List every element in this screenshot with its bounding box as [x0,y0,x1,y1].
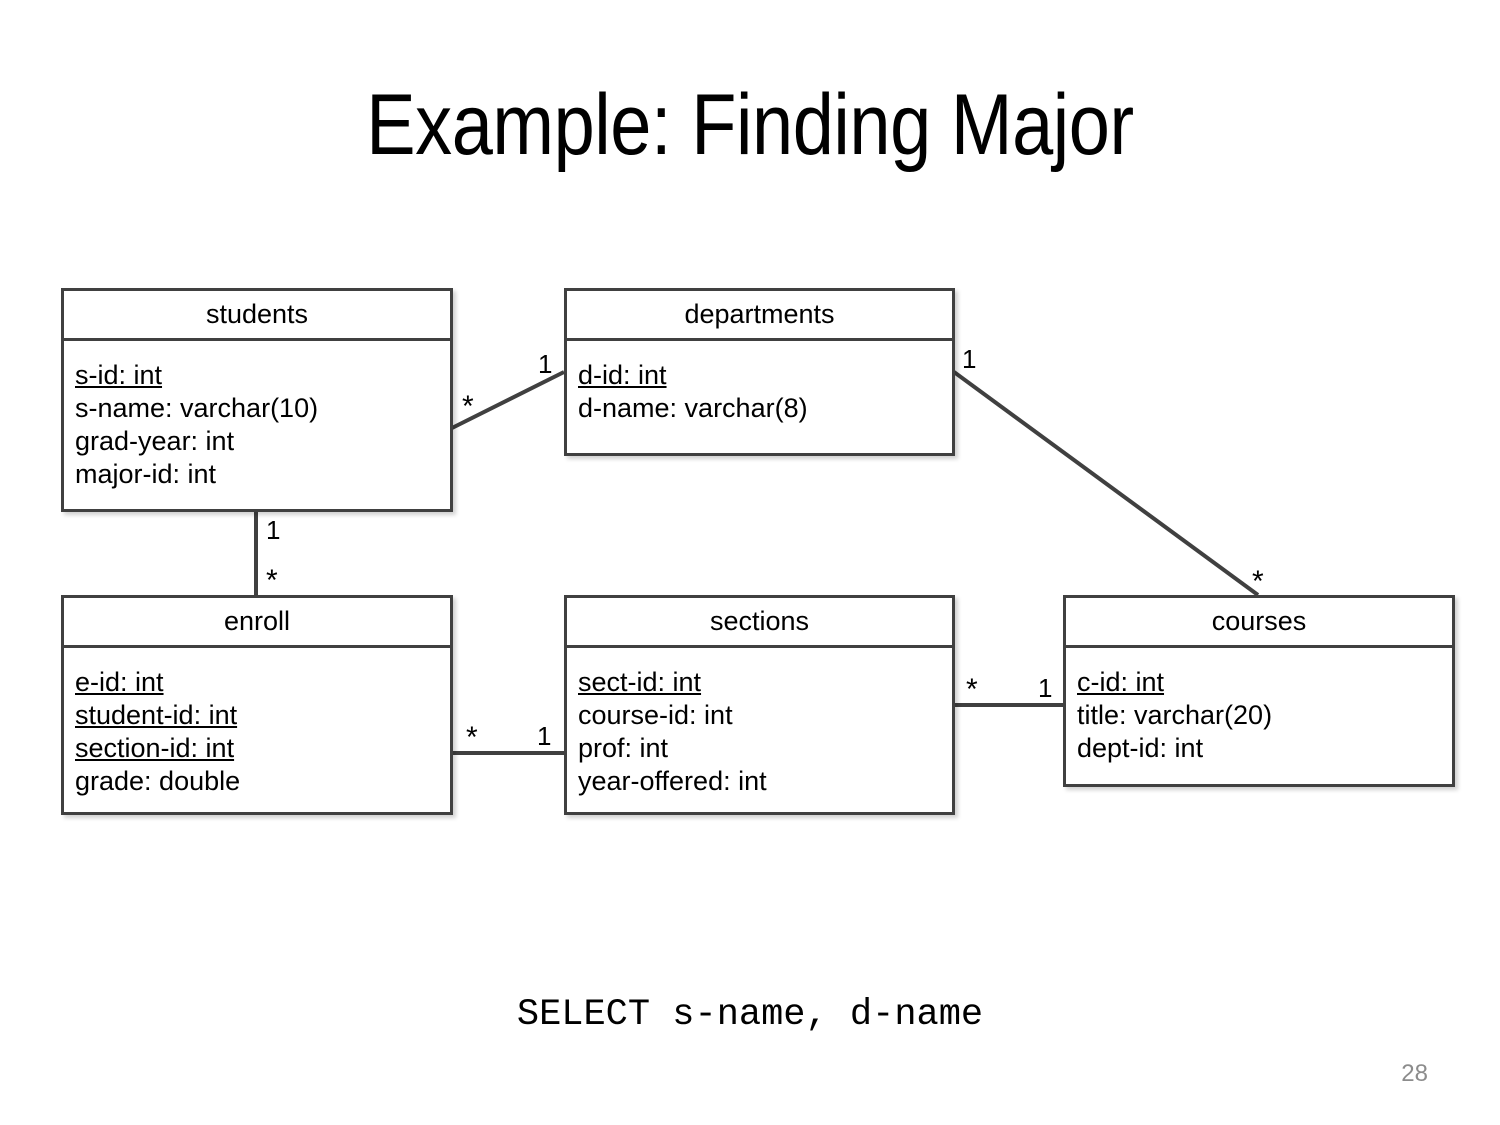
entity-box-departments[interactable]: departments d-id: int d-name: varchar(8) [564,288,955,456]
cardinality-students-enroll-to: * [266,564,278,597]
entity-attributes-departments: d-id: int d-name: varchar(8) [567,341,952,425]
sql-line-select: SELECT s-name, d-name [516,994,984,1036]
entity-header-students: students [64,291,450,341]
cardinality-enroll-sections-from: * [466,721,478,754]
attribute-row: grade: double [75,766,241,796]
attribute-row: course-id: int [578,700,733,730]
entity-name-departments: departments [684,299,835,329]
attribute-row: grad-year: int [75,426,235,456]
cardinality-sections-courses-to: 1 [1038,673,1053,703]
cardinality-departments-courses-to: * [1252,565,1264,598]
cardinality-students-departments-from: * [462,390,474,423]
entity-header-sections: sections [567,598,952,648]
sql-query-block: SELECT s-name, d-name FROM departments, … [0,895,1500,1125]
attribute-row: student-id: int [75,700,238,730]
attribute-row: d-id: int [578,360,667,390]
entity-attributes-courses: c-id: int title: varchar(20) dept-id: in… [1066,648,1452,765]
attribute-row: section-id: int [75,733,235,763]
attribute-row: d-name: varchar(8) [578,393,808,423]
entity-attributes-enroll: e-id: int student-id: int section-id: in… [64,648,450,798]
entity-attributes-sections: sect-id: int course-id: int prof: int ye… [567,648,952,798]
attribute-row: s-name: varchar(10) [75,393,319,423]
attribute-row: s-id: int [75,360,163,390]
entity-name-students: students [205,299,309,329]
entity-box-sections[interactable]: sections sect-id: int course-id: int pro… [564,595,955,815]
connector-departments-courses [952,370,1260,597]
entity-header-courses: courses [1066,598,1452,648]
cardinality-enroll-sections-to: 1 [537,721,552,751]
cardinality-students-departments-to: 1 [538,349,553,379]
entity-name-sections: sections [709,606,810,636]
attribute-row: title: varchar(20) [1077,700,1273,730]
attribute-row: e-id: int [75,667,164,697]
attribute-row: c-id: int [1077,667,1165,697]
attribute-row: sect-id: int [578,667,702,697]
page-title: Example: Finding Major [366,77,1134,173]
entity-name-enroll: enroll [223,606,291,636]
entity-box-enroll[interactable]: enroll e-id: int student-id: int section… [61,595,453,815]
entity-header-departments: departments [567,291,952,341]
entity-header-enroll: enroll [64,598,450,648]
attribute-row: dept-id: int [1077,733,1204,763]
attribute-row: major-id: int [75,459,217,489]
cardinality-students-enroll-from: 1 [266,515,281,545]
entity-attributes-students: s-id: int s-name: varchar(10) grad-year:… [64,341,450,491]
page-number: 28 [1401,1060,1428,1087]
cardinality-sections-courses-from: * [966,673,978,706]
cardinality-departments-courses-from: 1 [962,344,977,374]
entity-box-students[interactable]: students s-id: int s-name: varchar(10) g… [61,288,453,512]
entity-box-courses[interactable]: courses c-id: int title: varchar(20) dep… [1063,595,1455,787]
entity-name-courses: courses [1211,606,1307,636]
attribute-row: prof: int [578,733,669,763]
attribute-row: year-offered: int [578,766,767,796]
